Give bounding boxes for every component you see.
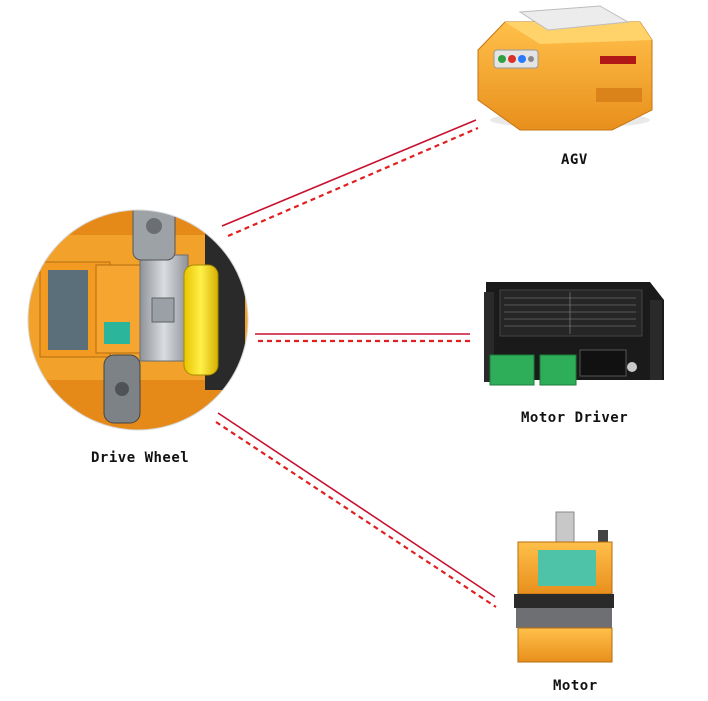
connector-wheel-to-motor <box>215 412 497 608</box>
connector-wheel-to-driver <box>255 333 470 343</box>
stepper-motor-image <box>514 511 614 663</box>
connector-wheel-to-agv <box>221 119 479 238</box>
label-drive-wheel: Drive Wheel <box>91 450 190 466</box>
label-motor: Motor <box>553 678 598 694</box>
drive-wheel-image <box>27 209 249 431</box>
agv-robot-image <box>477 5 653 131</box>
motor-driver-image <box>484 282 664 386</box>
label-motor-driver: Motor Driver <box>521 410 629 426</box>
label-agv: AGV <box>561 152 588 168</box>
